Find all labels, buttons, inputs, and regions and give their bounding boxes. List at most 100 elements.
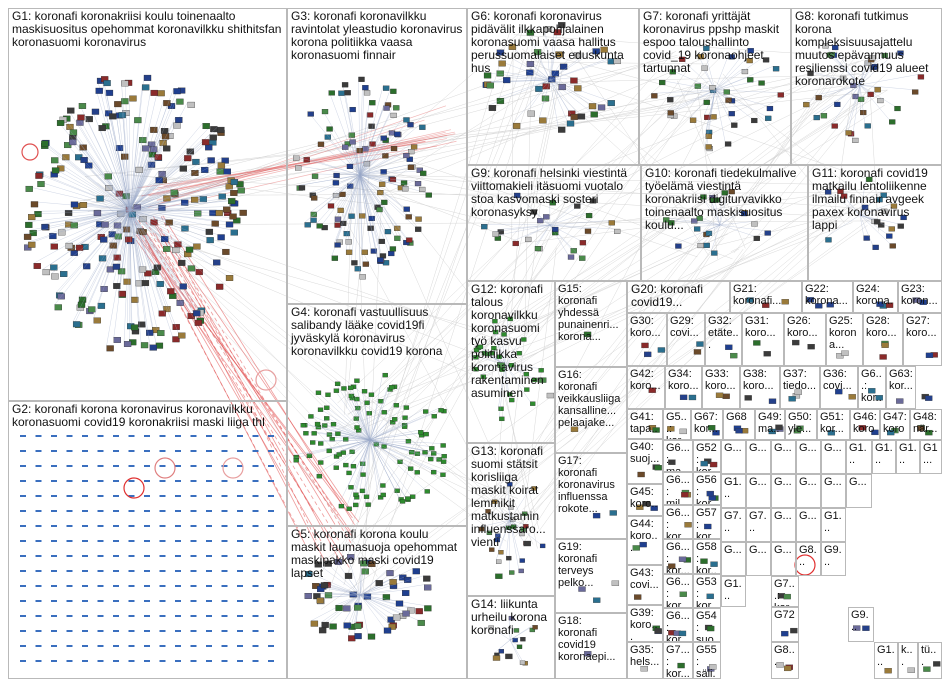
group-cell-g59: G5...: kor...	[663, 409, 691, 440]
group-label: G6...: ma...	[664, 441, 692, 471]
group-label: G44: koro...	[628, 517, 662, 564]
group-label: G68	[724, 410, 754, 439]
group-label: G18: koronafi covid19 koronaepi...	[556, 614, 626, 678]
group-label: G...	[747, 543, 770, 575]
group-cell-g10: G10: koronafi tiedekulmalive työelämä vi…	[641, 165, 808, 281]
group-cell-g60: G6...: ma...	[663, 440, 693, 472]
group-cell-g43: G43: covi...	[627, 565, 663, 605]
group-cell-g7b: G7...: kor...	[771, 576, 799, 607]
group-cell-g54: G54: suo...	[693, 608, 721, 642]
group-label: G16: koronafi veikkausliiga kansalline..…	[556, 368, 626, 452]
group-label: G9...	[849, 608, 873, 641]
group-label: G67: kor...	[692, 410, 722, 439]
group-cell-g6: G6: koronafi koronavirus pidävälit ilkka…	[467, 8, 639, 165]
group-label: G7...: kor...	[772, 577, 798, 606]
group-cell-g8: G8: koronafi tutkimus korona kompleksisu…	[791, 8, 942, 165]
group-label: G6...: mil...	[664, 473, 692, 504]
group-cell-g67: G67: kor...	[691, 409, 723, 440]
group-label: G1...	[873, 441, 895, 473]
group-cell-g49: G49: ma...	[755, 409, 785, 440]
group-cell-g55: G55: säli...	[693, 642, 721, 679]
group-cell-g27: G27: koro...	[903, 313, 942, 366]
group-label: G41: tapa...	[628, 410, 662, 438]
group-cell-g1x: G1...	[874, 642, 898, 679]
group-label: G19: koronafi terveys pelko...	[556, 540, 626, 612]
group-cell-g12: G12: koronafi talous koronavilkku korona…	[467, 281, 555, 443]
group-cell-g11: G11: koronafi covid19 matkailu lentoliik…	[808, 165, 942, 281]
group-label: k...	[899, 643, 917, 678]
group-cell-grid-22: G...	[771, 542, 796, 576]
group-label: G1...	[722, 475, 745, 507]
group-cell-grid-11: G...	[771, 474, 796, 508]
group-cell-g47: G47: koro...	[880, 409, 910, 440]
group-label: G4: koronafi vastuullisuus salibandy lää…	[288, 305, 466, 525]
group-cell-g41: G41: tapa...	[627, 409, 663, 439]
group-label: G36: covi...	[821, 367, 857, 408]
group-label: G...	[797, 475, 820, 507]
group-label: G21: koronafi...	[731, 282, 801, 312]
group-cell-g42: G42: koro...	[627, 366, 665, 409]
group-label: G51: kor...	[818, 410, 849, 439]
group-label: G6...: kor...	[664, 540, 692, 573]
group-cell-g51: G51: kor...	[817, 409, 850, 440]
group-label: G9...	[822, 543, 845, 575]
group-label: G40: suoj...	[628, 440, 662, 483]
group-cell-grid-1: G...	[746, 440, 771, 474]
group-cell-grid-7: G1...	[896, 440, 920, 474]
group-cell-grid-4: G...	[821, 440, 846, 474]
group-cell-gt: tü...	[918, 642, 942, 679]
group-label: G...	[772, 441, 795, 473]
group-label: G...	[797, 441, 820, 473]
group-label: G49: ma...	[756, 410, 784, 439]
group-label: G...	[747, 441, 770, 473]
group-label: G6: koronafi koronavirus pidävälit ilkka…	[468, 9, 638, 164]
group-cell-g8x: G8...	[771, 642, 799, 679]
group-cell-g18: G18: koronafi covid19 koronaepi...	[555, 613, 627, 679]
group-label: G1...	[722, 577, 745, 606]
group-cell-grid-6: G1...	[872, 440, 896, 474]
group-cell-g50: G50: yle...	[785, 409, 817, 440]
group-cell-g28: G28: koro...	[863, 313, 903, 366]
group-cell-g34: G34: koro...	[665, 366, 702, 409]
group-cell-g19: G19: koronafi terveys pelko...	[555, 539, 627, 613]
group-label: G55: säli...	[694, 643, 720, 678]
group-cell-g44: G44: koro...	[627, 516, 663, 565]
group-cell-g32: G32: etäte...	[705, 313, 742, 366]
group-label: G22: korona...	[803, 282, 852, 312]
group-cell-g17: G17: koronafi koronavirus influenssa rok…	[555, 453, 627, 539]
group-cell-g9x: G9...	[848, 607, 874, 642]
group-label: G8...	[772, 643, 798, 678]
group-label: G9: koronafi helsinki viestintä viittoma…	[468, 166, 640, 280]
group-cell-g5: G5: koronafi korona koulu maskit laumasu…	[287, 526, 467, 679]
group-cell-grid-0: G...	[721, 440, 746, 474]
group-label: G29: covi...	[668, 314, 704, 365]
group-label: G5: koronafi korona koulu maskit laumasu…	[288, 527, 466, 678]
group-label: G54: suo...	[694, 609, 720, 641]
group-cell-grid-25: G1...	[721, 576, 746, 607]
group-label: G...	[822, 475, 845, 507]
group-label: G12: koronafi talous koronavilkku korona…	[468, 282, 554, 442]
group-cell-grid-15: G7...	[721, 508, 746, 542]
group-label: G28: koro...	[864, 314, 902, 365]
group-cell-g66: G6...: kor...	[663, 608, 693, 642]
group-cell-g29: G29: covi...	[667, 313, 705, 366]
group-cell-grid-10: G...	[746, 474, 771, 508]
group-label: G24: korona...	[854, 282, 897, 312]
group-label: G1: koronafi koronakriisi koulu toinenaa…	[9, 9, 286, 400]
group-label: G37: tiedo...	[781, 367, 819, 408]
group-cell-g9: G9: koronafi helsinki viestintä viittoma…	[467, 165, 641, 281]
group-cell-g31: G31: koro...	[742, 313, 784, 366]
group-cell-g33: G33: koro...	[702, 366, 740, 409]
group-cell-g56: G56: kor...	[693, 472, 721, 505]
group-label: G33: koro...	[703, 367, 739, 408]
group-cell-g53: G53: kor...	[693, 574, 721, 608]
group-label: G...	[772, 475, 795, 507]
group-cell-grid-8: G1...	[920, 440, 942, 474]
group-label: G17: koronafi koronavirus influenssa rok…	[556, 454, 626, 538]
group-label: G48: när...	[911, 410, 941, 439]
group-label: G7: koronafi yrittäjät koronavirus ppshp…	[640, 9, 790, 164]
group-cell-g4: G4: koronafi vastuullisuus salibandy lää…	[287, 304, 467, 526]
group-cell-g3: G3: koronafi koronavilkku ravintolat yle…	[287, 8, 467, 304]
group-cell-g57: G57: kor...	[693, 505, 721, 539]
